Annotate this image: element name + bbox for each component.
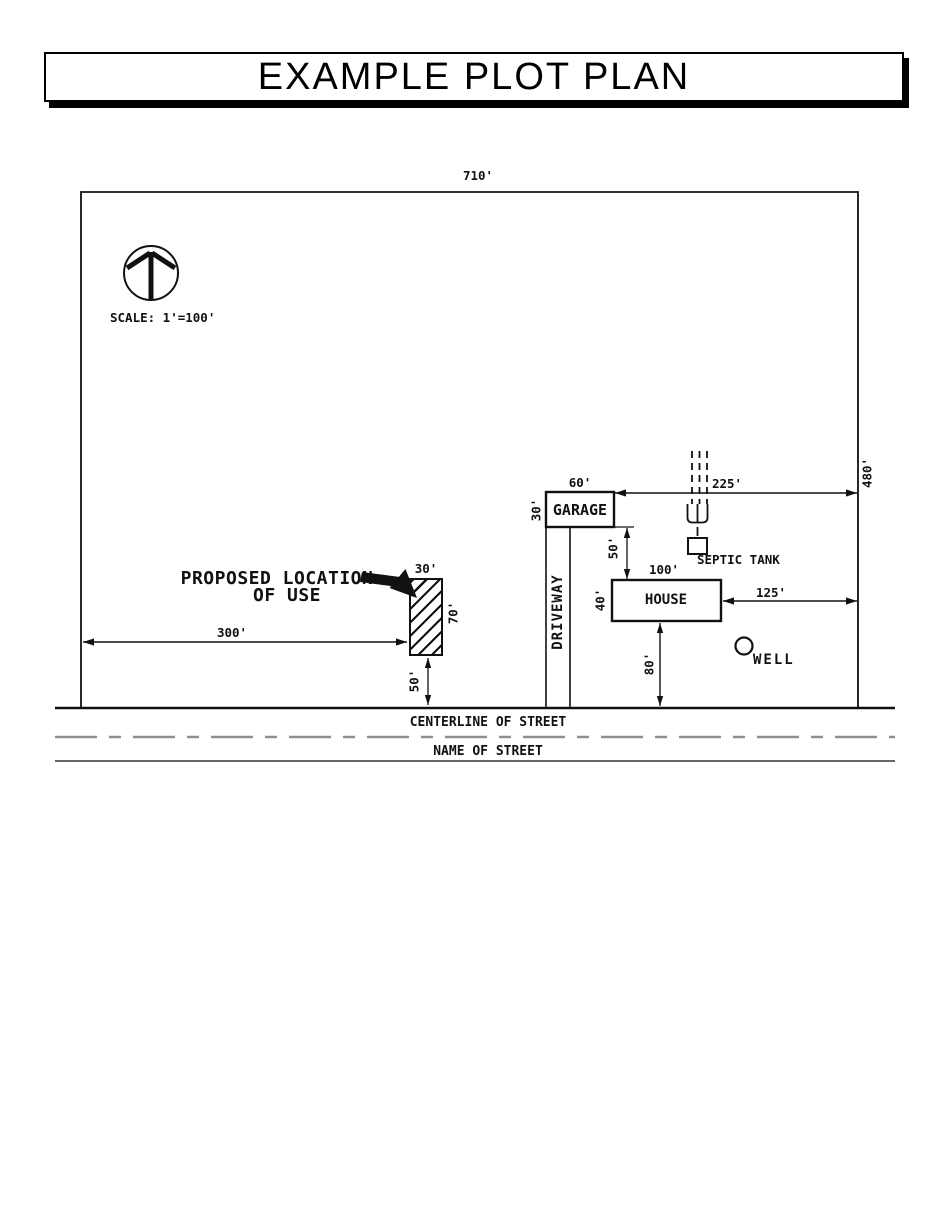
dim-use-to-west: 300' xyxy=(216,625,248,640)
proposed-use-label-line2: OF USE xyxy=(252,585,322,606)
north-arrow-icon xyxy=(123,245,179,301)
septic-system xyxy=(686,451,709,555)
proposed-use-label-line1: PROPOSED LOCATION xyxy=(180,568,374,589)
dim-line-house-to-street xyxy=(656,623,664,706)
garage-label: GARAGE xyxy=(552,501,608,519)
house-width-dim: 100' xyxy=(648,562,680,577)
dim-line-use-to-street xyxy=(424,658,432,705)
page-title: EXAMPLE PLOT PLAN xyxy=(257,55,691,98)
proposed-use-width-dim: 30' xyxy=(414,561,438,576)
driveway-label: DRIVEWAY xyxy=(550,574,566,650)
garage-width-dim: 60' xyxy=(568,475,592,490)
dim-line-garage-to-east xyxy=(615,489,857,497)
proposed-use-area xyxy=(409,578,443,656)
street-name-label: NAME OF STREET xyxy=(433,744,543,759)
septic-tank-symbol xyxy=(687,537,708,555)
dim-line-house-to-east xyxy=(723,597,857,605)
house-label: HOUSE xyxy=(644,592,688,608)
septic-tank-label: SEPTIC TANK xyxy=(697,552,780,567)
lot-depth-dim: 480' xyxy=(859,457,875,489)
lot-frontage-dim: 710' xyxy=(462,168,494,183)
scale-label: SCALE: 1'=100' xyxy=(110,310,216,325)
well-label: WELL xyxy=(753,652,795,668)
property-boundary xyxy=(80,191,859,708)
garage-depth-dim: 30' xyxy=(528,498,544,522)
dim-garage-to-house: 50' xyxy=(605,536,621,560)
dim-line-use-to-west xyxy=(83,638,407,646)
proposed-use-depth-dim: 70' xyxy=(445,601,461,625)
well-icon xyxy=(734,636,754,656)
garage-outline xyxy=(544,490,616,529)
house-depth-dim: 40' xyxy=(592,588,608,612)
dim-garage-to-east: 225' xyxy=(711,476,743,491)
dim-house-to-street: 80' xyxy=(641,652,657,676)
driveway-lines xyxy=(545,527,571,707)
dim-use-to-street: 50' xyxy=(406,669,422,693)
title-block: EXAMPLE PLOT PLAN xyxy=(44,52,904,102)
dim-house-to-east: 125' xyxy=(755,585,787,600)
centerline-of-street-label: CENTERLINE OF STREET xyxy=(409,715,567,730)
street-lines xyxy=(55,706,895,762)
house-outline xyxy=(610,578,723,623)
dim-line-garage-to-house xyxy=(611,526,634,579)
